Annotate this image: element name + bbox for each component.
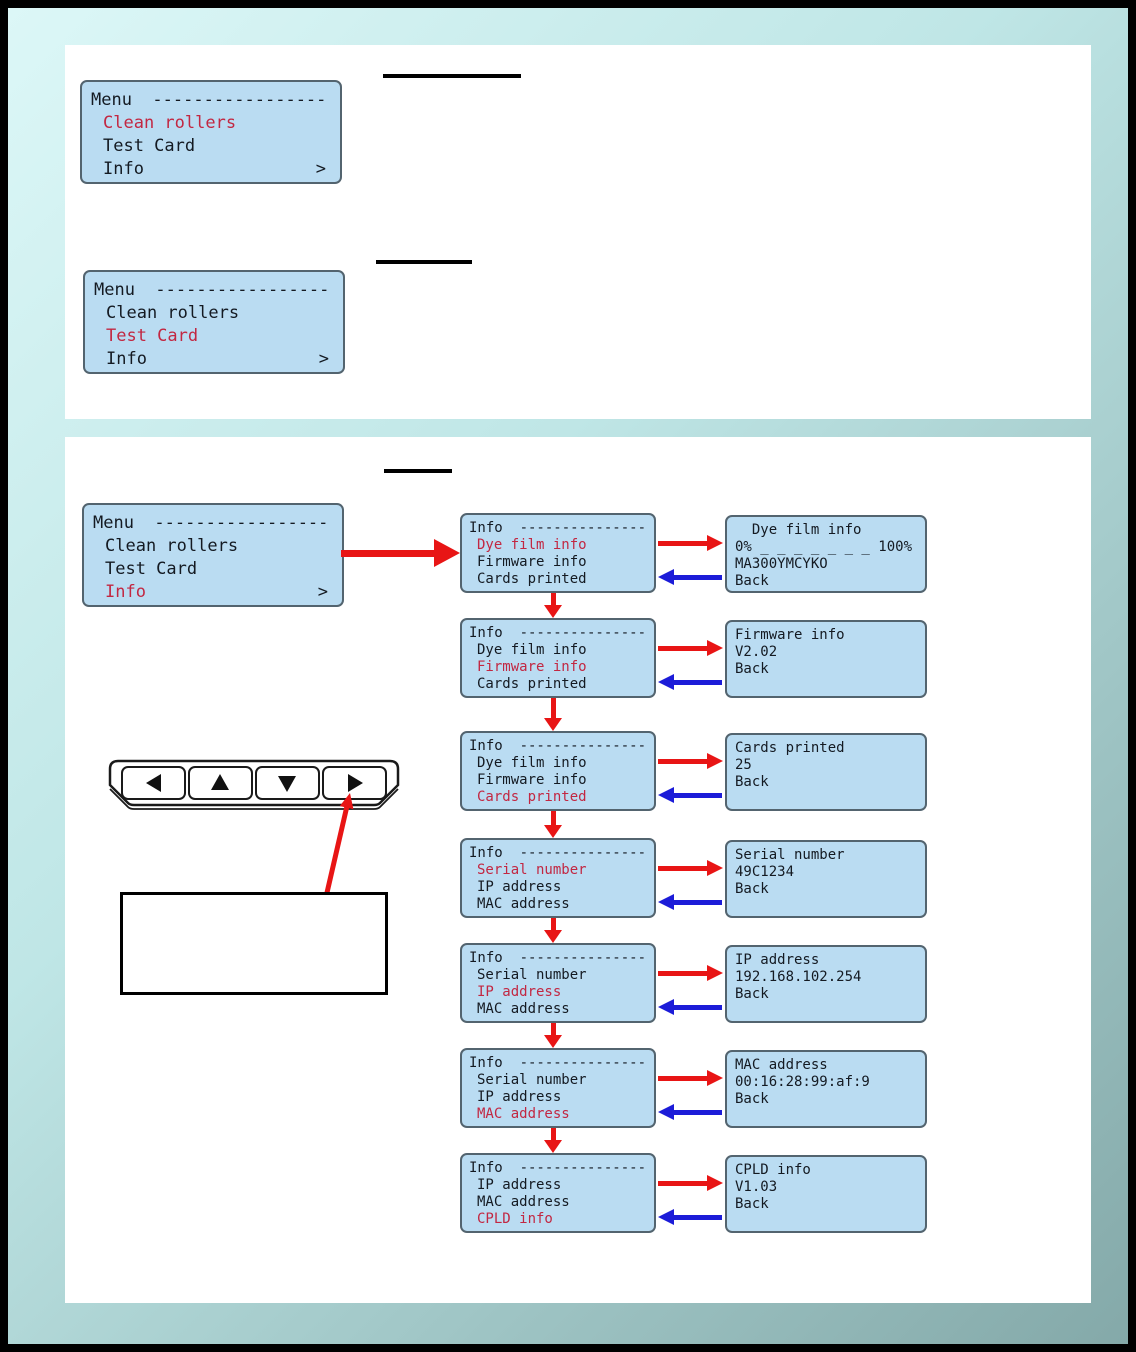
info-item: IP address — [477, 1177, 562, 1193]
info-item: Cards printed — [477, 676, 587, 692]
lcd-title: Info --------------- — [469, 520, 647, 536]
detail-line: 49C1234 — [735, 864, 795, 880]
detail-line: IP address — [735, 952, 820, 968]
keypad-down-button — [255, 766, 320, 800]
detail-line: V2.02 — [735, 644, 778, 660]
info-item: Cards printed — [477, 571, 587, 587]
back-label: Back — [735, 881, 769, 897]
info-item: IP address — [477, 1089, 562, 1105]
down-arrow-icon — [278, 776, 296, 792]
menu-item-test-card: Test Card — [103, 136, 196, 156]
detail-line: 192.168.102.254 — [735, 969, 862, 985]
bottom-section: Menu ----------------- Clean rollers Tes… — [65, 437, 1091, 1303]
lcd-title: Info --------------- — [469, 845, 647, 861]
detail-line: MAC address — [735, 1057, 828, 1073]
detail-line: Firmware info — [735, 627, 845, 643]
detail-screen-cards-printed: Cards printed 25 Back — [725, 733, 927, 811]
info-item: Serial number — [477, 967, 587, 983]
menu-item-info: Info> — [94, 348, 333, 371]
info-item: IP address — [477, 879, 562, 895]
info-item: Dye film info — [477, 537, 587, 553]
detail-line: CPLD info — [735, 1162, 811, 1178]
submenu-chevron-icon: > — [315, 159, 326, 179]
info-screen-serial-number: Info --------------- Serial number IP ad… — [460, 838, 656, 918]
keypad-pointer-arrow-icon — [323, 793, 354, 898]
back-label: Back — [735, 661, 769, 677]
menu-item-clean-rollers: Clean rollers — [105, 536, 239, 556]
info-screen-cpld: Info --------------- IP address MAC addr… — [460, 1153, 656, 1233]
lcd-title: Menu ----------------- — [94, 280, 330, 300]
submenu-chevron-icon: > — [317, 582, 328, 602]
detail-screen-firmware: Firmware info V2.02 Back — [725, 620, 927, 698]
up-arrow-icon — [211, 774, 229, 790]
detail-screen-serial-number: Serial number 49C1234 Back — [725, 840, 927, 918]
info-item: CPLD info — [477, 1211, 553, 1227]
detail-line: 25 — [735, 757, 752, 773]
info-item: Serial number — [477, 1072, 587, 1088]
menu-item-info: Info> — [93, 581, 332, 604]
info-item: IP address — [477, 984, 562, 1000]
back-label: Back — [735, 573, 769, 589]
lcd-menu-screen-info: Menu ----------------- Clean rollers Tes… — [82, 503, 344, 607]
empty-callout-box — [120, 892, 388, 995]
info-item: Cards printed — [477, 789, 587, 805]
lcd-title: Info --------------- — [469, 1160, 647, 1176]
info-screen-firmware: Info --------------- Dye film info Firmw… — [460, 618, 656, 698]
detail-line: V1.03 — [735, 1179, 778, 1195]
lcd-menu-screen-test-card: Menu ----------------- Clean rollers Tes… — [83, 270, 345, 374]
info-item: Firmware info — [477, 554, 587, 570]
detail-line: MA300YMCYKO — [735, 556, 828, 572]
lcd-menu-screen-clean-rollers: Menu ----------------- Clean rollers Tes… — [80, 80, 342, 184]
info-item: Dye film info — [477, 642, 587, 658]
info-item: MAC address — [477, 896, 570, 912]
menu-item-test-card: Test Card — [106, 326, 199, 346]
detail-screen-cpld: CPLD info V1.03 Back — [725, 1155, 927, 1233]
menu-item-clean-rollers: Clean rollers — [103, 113, 237, 133]
info-item: MAC address — [477, 1194, 570, 1210]
lcd-title: Info --------------- — [469, 1055, 647, 1071]
top-section: Menu ----------------- Clean rollers Tes… — [65, 45, 1091, 419]
lcd-title: Info --------------- — [469, 625, 647, 641]
back-label: Back — [735, 986, 769, 1002]
right-arrow-icon — [348, 774, 363, 792]
keypad-right-button — [322, 766, 387, 800]
keypad-left-button — [121, 766, 186, 800]
info-item: Dye film info — [477, 755, 587, 771]
detail-line: 00:16:28:99:af:9 — [735, 1074, 870, 1090]
info-screen-cards-printed: Info --------------- Dye film info Firmw… — [460, 731, 656, 811]
blank-heading-underline-3 — [384, 469, 452, 473]
detail-screen-ip-address: IP address 192.168.102.254 Back — [725, 945, 927, 1023]
lcd-title: Menu ----------------- — [91, 90, 327, 110]
keypad-up-button — [188, 766, 253, 800]
back-label: Back — [735, 1091, 769, 1107]
info-item: MAC address — [477, 1106, 570, 1122]
navigation-keypad — [108, 759, 400, 810]
left-arrow-icon — [146, 774, 161, 792]
menu-item-clean-rollers: Clean rollers — [106, 303, 240, 323]
detail-line: Serial number — [735, 847, 845, 863]
blank-heading-underline-2 — [376, 260, 472, 264]
info-screen-dye-film: Info --------------- Dye film info Firmw… — [460, 513, 656, 593]
detail-line: Cards printed — [735, 740, 845, 756]
info-screen-mac-address: Info --------------- Serial number IP ad… — [460, 1048, 656, 1128]
info-item: Firmware info — [477, 659, 587, 675]
detail-screen-mac-address: MAC address 00:16:28:99:af:9 Back — [725, 1050, 927, 1128]
info-item: MAC address — [477, 1001, 570, 1017]
submenu-chevron-icon: > — [318, 349, 329, 369]
detail-line: 0% _ _ _ _ _ _ _ 100% — [735, 539, 913, 555]
lcd-title: Info --------------- — [469, 950, 647, 966]
lcd-title: Menu ----------------- — [93, 513, 329, 533]
detail-screen-dye-film: Dye film info 0% _ _ _ _ _ _ _ 100% MA30… — [725, 515, 927, 593]
blank-heading-underline-1 — [383, 74, 521, 78]
info-item: Serial number — [477, 862, 587, 878]
detail-line: Dye film info — [735, 522, 862, 538]
info-screen-ip-address: Info --------------- Serial number IP ad… — [460, 943, 656, 1023]
menu-item-test-card: Test Card — [105, 559, 198, 579]
back-label: Back — [735, 774, 769, 790]
info-item: Firmware info — [477, 772, 587, 788]
lcd-title: Info --------------- — [469, 738, 647, 754]
back-label: Back — [735, 1196, 769, 1212]
menu-item-info: Info> — [91, 158, 330, 181]
